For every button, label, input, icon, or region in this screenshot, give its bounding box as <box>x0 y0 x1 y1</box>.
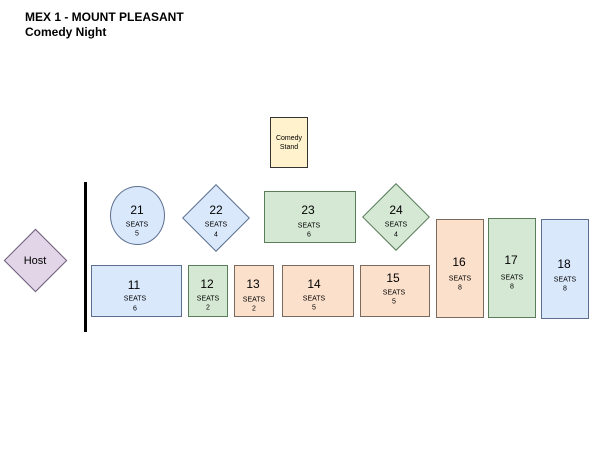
comedy-stand-label-line1: Comedy <box>275 134 303 142</box>
seats-label: SEATS <box>384 221 408 229</box>
table-number: 13 <box>246 277 260 291</box>
page-subtitle: Comedy Night <box>25 25 107 39</box>
table-18[interactable] <box>541 219 589 319</box>
seats-label: SEATS <box>553 276 577 284</box>
comedy-stand-label-line2: Stand <box>279 143 299 151</box>
seat-count: 8 <box>563 285 567 293</box>
table-13[interactable] <box>234 265 274 317</box>
comedy-stand[interactable]: Comedy Stand <box>270 117 308 168</box>
table-22[interactable] <box>182 184 250 252</box>
table-21[interactable] <box>110 186 165 245</box>
table-number: 17 <box>504 253 518 267</box>
seats-label: SEATS <box>125 221 149 229</box>
seats-label: SEATS <box>500 274 524 282</box>
host-label: Host <box>23 255 47 267</box>
seats-label: SEATS <box>382 289 406 297</box>
seat-count: 8 <box>510 283 514 291</box>
table-14[interactable] <box>282 265 354 317</box>
table-15[interactable] <box>360 265 430 317</box>
table-number: 11 <box>127 278 141 292</box>
seat-count: 4 <box>214 231 218 239</box>
seat-count: 2 <box>206 304 210 312</box>
seat-count: 6 <box>307 231 311 239</box>
table-number: 22 <box>209 203 223 217</box>
page-title: MEX 1 - MOUNT PLEASANT <box>25 10 184 24</box>
table-16[interactable] <box>436 219 484 318</box>
table-number: 24 <box>389 203 403 217</box>
seats-label: SEATS <box>448 275 472 283</box>
table-number: 18 <box>557 257 571 271</box>
seat-count: 5 <box>135 230 139 238</box>
seat-count: 5 <box>312 304 316 312</box>
seats-label: SEATS <box>242 296 266 304</box>
table-23[interactable] <box>264 191 356 243</box>
table-number: 15 <box>386 271 400 285</box>
table-12[interactable] <box>188 265 228 317</box>
table-17[interactable] <box>488 218 536 318</box>
table-24[interactable] <box>362 183 430 251</box>
table-number: 14 <box>307 277 321 291</box>
seat-count: 8 <box>458 284 462 292</box>
seat-count: 6 <box>133 305 137 313</box>
seats-label: SEATS <box>297 222 321 230</box>
table-number: 12 <box>200 277 214 291</box>
table-number: 16 <box>452 255 466 269</box>
table-11[interactable] <box>91 265 182 317</box>
table-number: 23 <box>301 203 315 217</box>
seat-count: 5 <box>392 298 396 306</box>
seats-label: SEATS <box>204 221 228 229</box>
seats-label: SEATS <box>196 295 220 303</box>
table-number: 21 <box>130 203 144 217</box>
seat-count: 2 <box>252 305 256 313</box>
seats-label: SEATS <box>302 295 326 303</box>
room-wall <box>84 182 87 332</box>
seat-count: 4 <box>394 231 398 239</box>
seats-label: SEATS <box>123 295 147 303</box>
